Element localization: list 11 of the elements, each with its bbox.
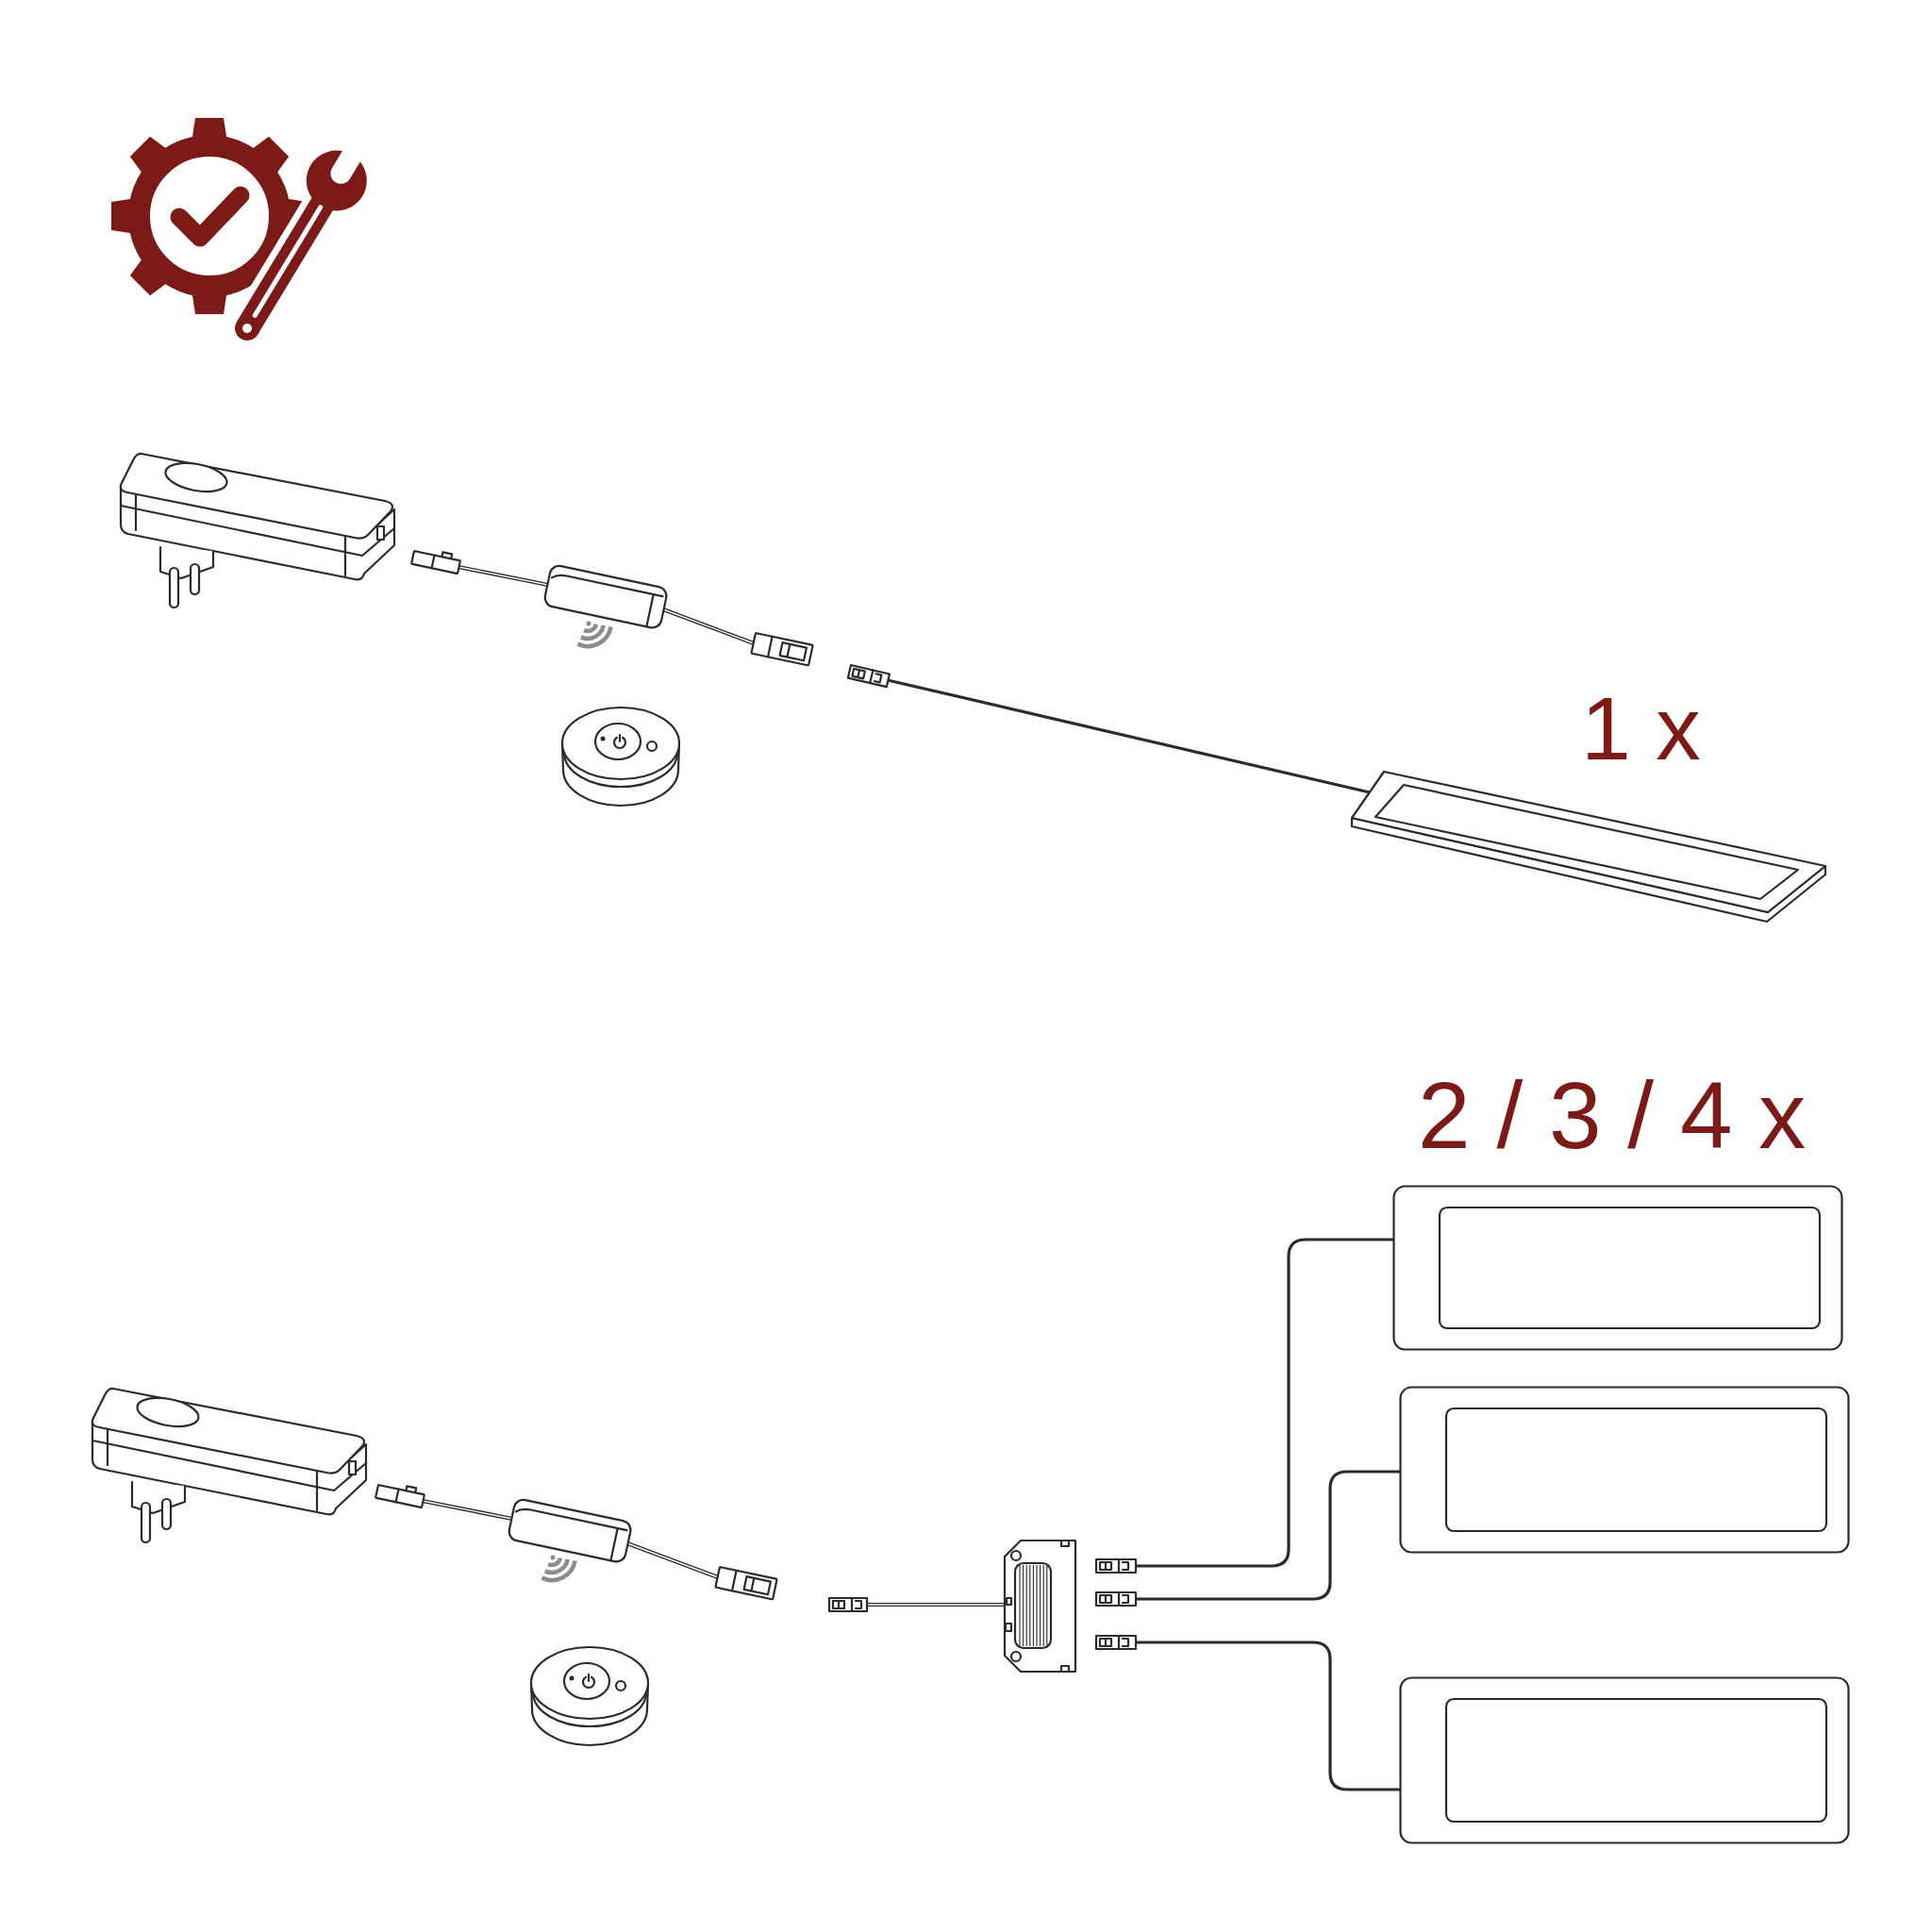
led-panel-drawing — [1399, 1386, 1850, 1554]
quantity-label: 2 / 3 / 4 x — [1418, 1068, 1807, 1162]
cable-line — [1136, 1641, 1401, 1791]
cable-line — [1136, 1470, 1401, 1601]
quantity-label: 1 x — [1581, 684, 1701, 774]
led-panel-drawing — [1392, 1185, 1843, 1351]
cable-plug-drawing — [1095, 1558, 1137, 1574]
led-panel-drawing — [1399, 1676, 1850, 1844]
cable-line — [1136, 1238, 1394, 1568]
cable-plug-drawing — [1095, 1591, 1137, 1607]
cable-plug-drawing — [1095, 1635, 1137, 1650]
